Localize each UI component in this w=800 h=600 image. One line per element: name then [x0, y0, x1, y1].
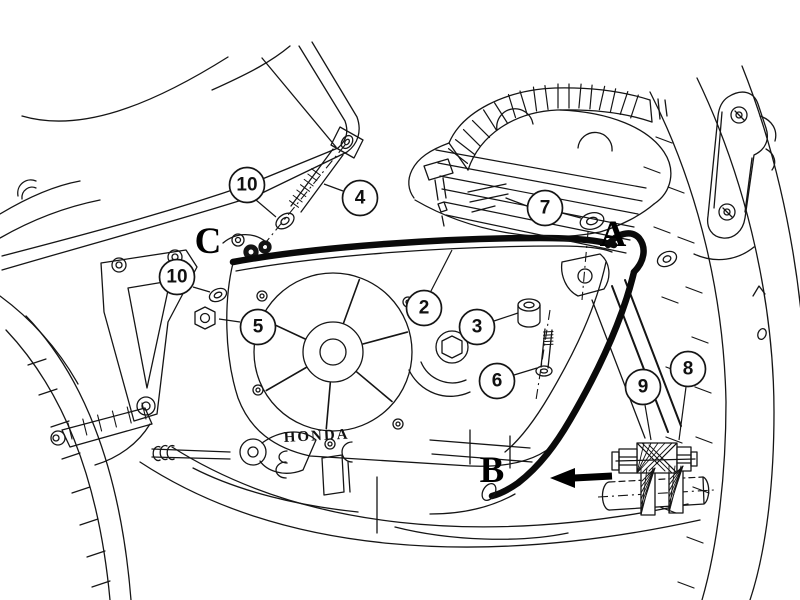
svg-text:3: 3: [472, 317, 483, 338]
svg-text:4: 4: [355, 188, 366, 209]
callout-10: 10: [158, 258, 211, 296]
callout-4: 4: [323, 179, 379, 217]
position-marker-B: B: [480, 450, 505, 491]
callout-6: 6: [478, 362, 538, 400]
svg-text:10: 10: [166, 267, 187, 288]
callout-3: 3: [458, 308, 519, 346]
callout-annotations: 10 4 7 10 5 2 3 6 9 8 C A B: [158, 166, 707, 491]
clamp-assembly-detail: [601, 442, 710, 516]
decorative-detail: [27, 83, 713, 589]
callout-5: 5: [218, 308, 277, 346]
callout-10: 10: [228, 166, 277, 218]
svg-text:10: 10: [236, 175, 257, 196]
callout-7: 7: [526, 189, 582, 227]
svg-text:5: 5: [253, 317, 264, 338]
assembly-axis-lines: [257, 144, 715, 498]
svg-text:9: 9: [638, 377, 649, 398]
position-marker-A: A: [600, 214, 627, 255]
motorcycle-line-art: [0, 41, 800, 600]
svg-text:2: 2: [419, 298, 430, 319]
callout-2: 2: [405, 249, 453, 327]
position-marker-C: C: [195, 221, 222, 262]
svg-text:8: 8: [683, 359, 694, 380]
brand-label: HONDA: [283, 427, 350, 446]
callout-9: 9: [624, 368, 662, 441]
pointer-arrow: [550, 468, 613, 488]
engine-guard-bar: [229, 230, 647, 502]
svg-text:6: 6: [492, 371, 503, 392]
callout-8: 8: [669, 350, 707, 441]
svg-text:7: 7: [540, 198, 551, 219]
